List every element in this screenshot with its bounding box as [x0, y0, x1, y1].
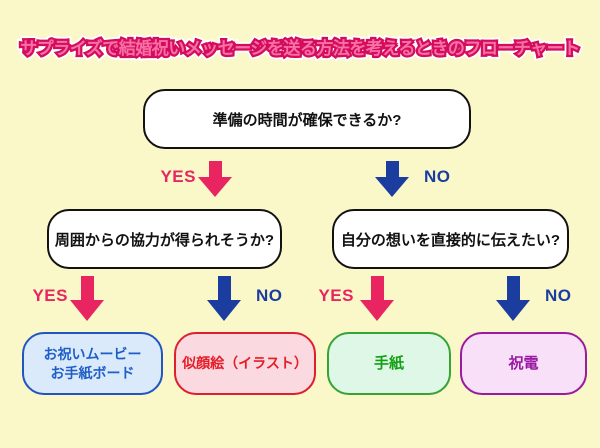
- arrow-down-yes-icon: [70, 276, 104, 321]
- result-line: お祝いムービー: [43, 346, 142, 363]
- yes-label: YES: [318, 286, 354, 305]
- arrow-head: [496, 300, 530, 321]
- node-q-preparation-time: 準備の時間が確保できるか?: [143, 89, 471, 149]
- arrow-head: [207, 300, 241, 321]
- arrow-head: [70, 300, 104, 321]
- page-title: サプライズで結婚祝いメッセージを送る方法を考えるときのフローチャート サプライズ…: [0, 34, 600, 64]
- node-q-preparation-time-label: 準備の時間が確保できるか?: [212, 111, 402, 129]
- result-line: お手紙ボード: [50, 364, 135, 381]
- arrow-down-no-icon: [207, 276, 241, 321]
- yes-label: YES: [160, 167, 196, 186]
- result-line: 手紙: [373, 354, 404, 372]
- page-title-halo: サプライズで結婚祝いメッセージを送る方法を考えるときのフローチャート: [16, 35, 584, 62]
- node-result-telegram: 祝電: [460, 332, 587, 395]
- arrow-head: [375, 177, 409, 197]
- arrow-shaft: [80, 276, 94, 300]
- yes-label: YES: [32, 286, 68, 305]
- arrow-shaft: [217, 276, 231, 300]
- arrow-down-no-icon: [375, 161, 409, 197]
- node-q-direct-feelings: 自分の想いを直接的に伝えたい?: [332, 209, 569, 269]
- arrow-shaft: [208, 161, 222, 177]
- arrow-shaft: [385, 161, 399, 177]
- arrow-head: [198, 177, 232, 197]
- node-q-cooperation-label: 周囲からの協力が得られそうか?: [54, 231, 275, 249]
- node-q-direct-feelings-label: 自分の想いを直接的に伝えたい?: [340, 231, 561, 249]
- arrow-down-no-icon: [496, 276, 530, 321]
- node-result-letter: 手紙: [327, 332, 451, 395]
- arrow-head: [360, 300, 394, 321]
- no-label: NO: [545, 286, 572, 305]
- arrow-shaft: [370, 276, 384, 300]
- node-result-movie-board: お祝いムービー お手紙ボード: [22, 332, 163, 395]
- page-title-text: サプライズで結婚祝いメッセージを送る方法を考えるときのフローチャート: [20, 39, 580, 58]
- arrow-shaft: [506, 276, 520, 300]
- arrow-down-yes-icon: [360, 276, 394, 321]
- result-line: 祝電: [508, 354, 539, 372]
- node-q-cooperation: 周囲からの協力が得られそうか?: [47, 209, 282, 269]
- no-label: NO: [256, 286, 283, 305]
- page-title-outline: サプライズで結婚祝いメッセージを送る方法を考えるときのフローチャート: [18, 37, 582, 61]
- no-label: NO: [424, 167, 451, 186]
- arrow-down-yes-icon: [198, 161, 232, 197]
- result-line: 似顔絵（イラスト）: [182, 355, 308, 372]
- node-result-portrait: 似顔絵（イラスト）: [174, 332, 316, 395]
